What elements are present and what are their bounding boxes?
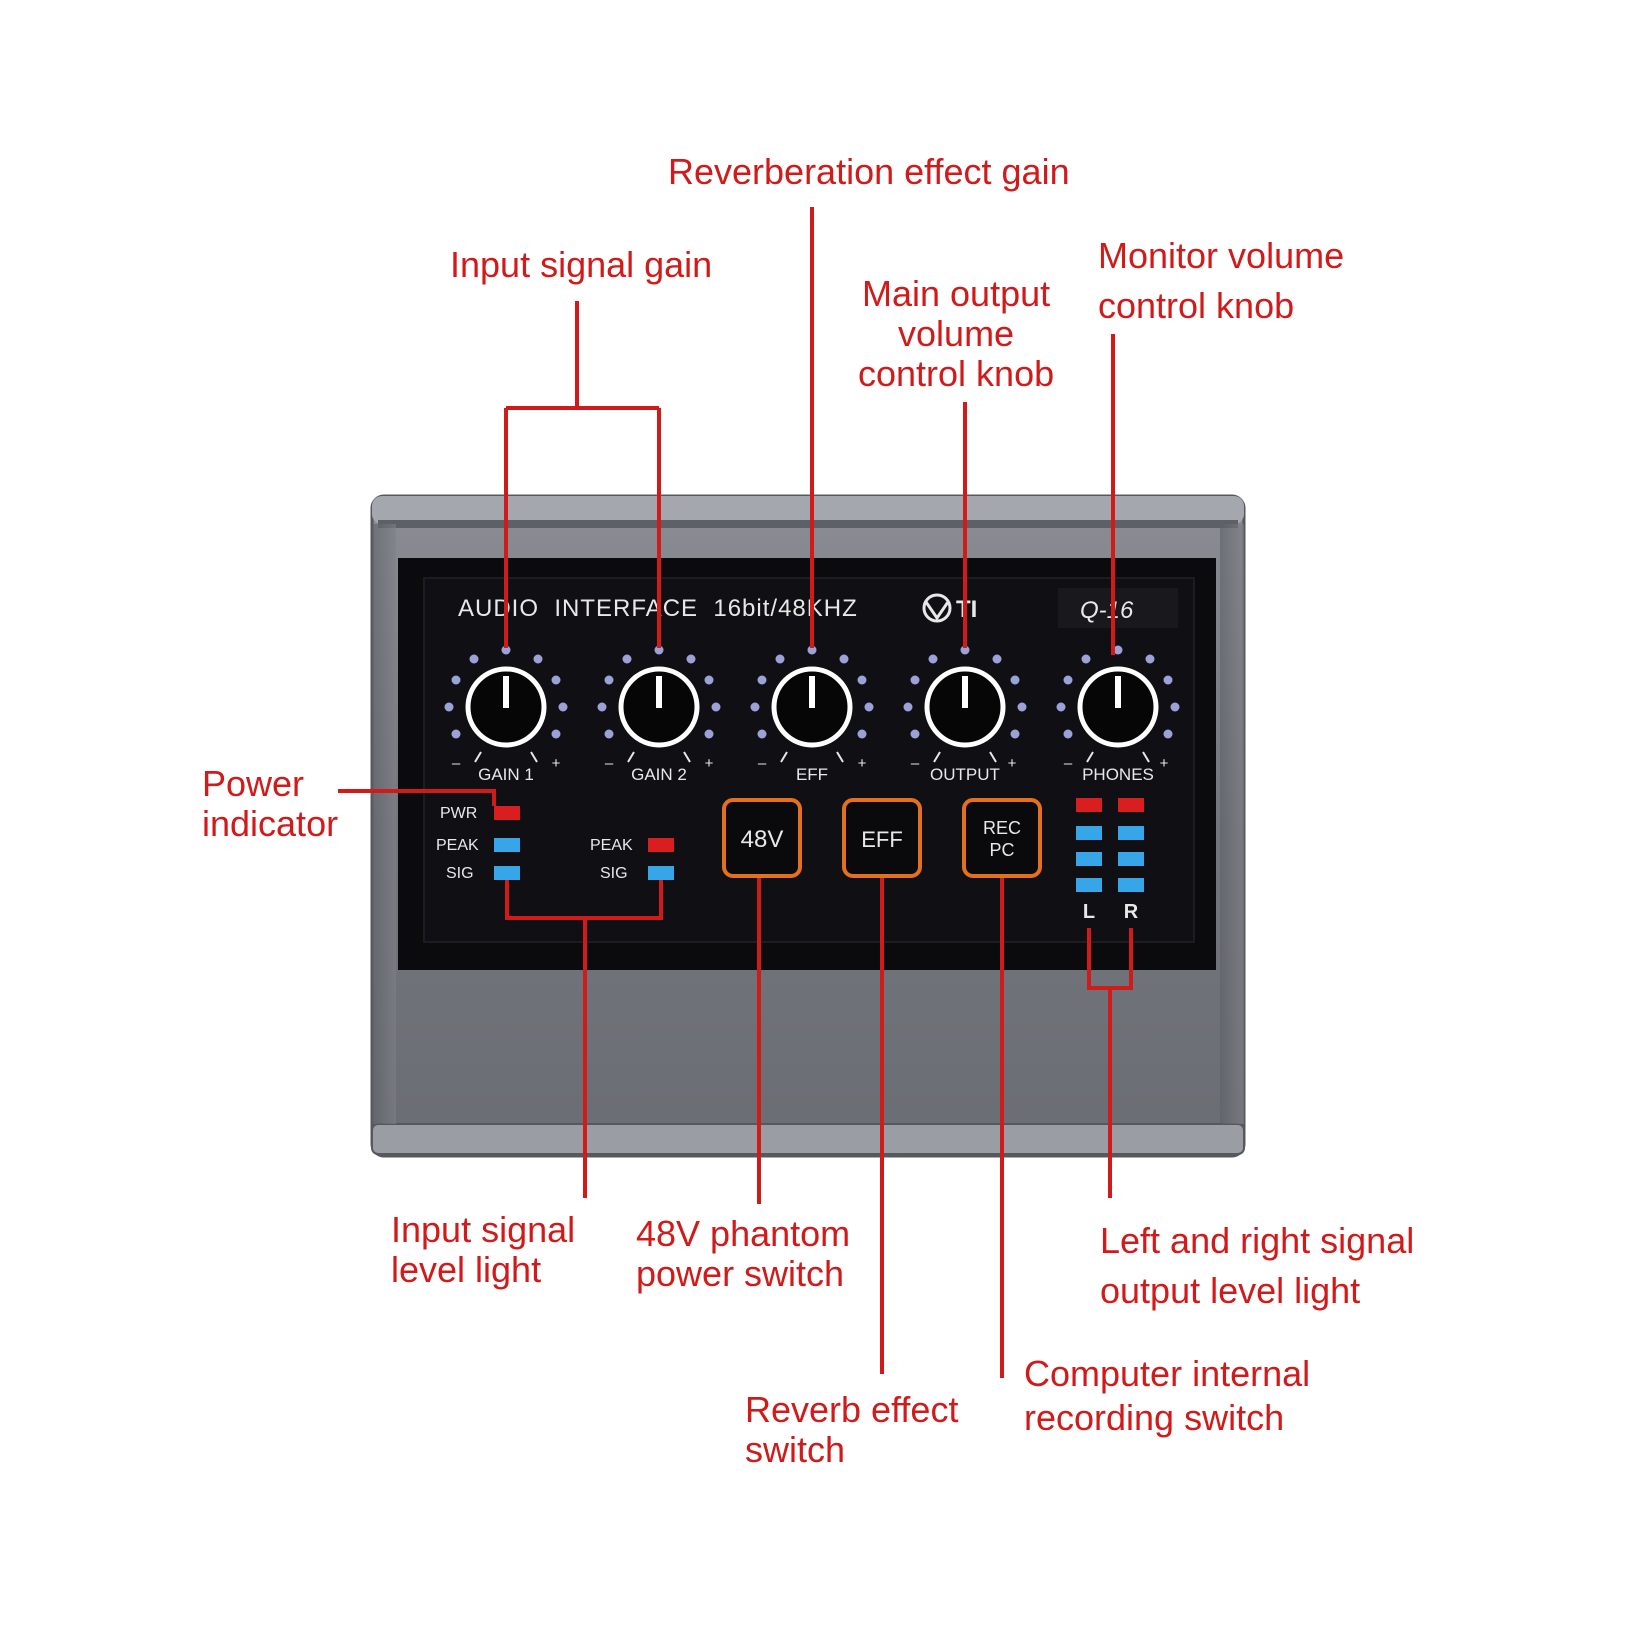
callout-text: Reverberation effect gain [668, 151, 1070, 192]
callout-phantom-power: 48V phantom power switch [636, 1214, 850, 1294]
knob-phones[interactable] [1056, 645, 1180, 763]
plus-mark: + [1160, 755, 1169, 772]
led-peak-ch1 [494, 838, 520, 852]
led-label-pwr: PWR [440, 805, 477, 822]
callout-input-level-light: Input signal level light [391, 1210, 575, 1290]
level-meter-left [1076, 798, 1102, 892]
callout-text: Power [202, 763, 305, 804]
callout-text: Reverb effect [745, 1389, 959, 1430]
channel-label-right: R [1124, 901, 1139, 923]
led-pwr [494, 806, 520, 820]
minus-mark: – [1064, 755, 1073, 772]
rec-pc-button[interactable]: REC PC [962, 798, 1042, 878]
leader-input-level [505, 880, 663, 1198]
minus-mark: – [758, 755, 767, 772]
callout-text: level light [391, 1249, 542, 1290]
led-label-peak-ch1: PEAK [436, 837, 479, 854]
callout-text: Input signal gain [450, 244, 713, 285]
callout-input-signal-gain: Input signal gain [450, 245, 712, 285]
eff-button-label: EFF [861, 827, 903, 852]
knob-label-gain2: GAIN 2 [631, 765, 687, 784]
callout-text: control knob [1098, 285, 1295, 326]
knob-label-phones: PHONES [1082, 765, 1154, 784]
callout-output-level-light: Left and right signal output level light [1100, 1216, 1414, 1316]
led-peak-ch2 [648, 838, 674, 852]
callout-reverb-switch: Reverb effect switch [745, 1390, 958, 1470]
knob-gain1[interactable] [444, 645, 568, 763]
callout-text: 48V phantom [636, 1213, 851, 1254]
pc-button-label: PC [989, 840, 1014, 860]
callout-text: indicator [202, 803, 339, 844]
model-name: Q-16 [1080, 597, 1134, 624]
callout-text: output level light [1100, 1270, 1361, 1311]
callout-text: control knob [858, 353, 1055, 394]
channel-label-left: L [1083, 901, 1095, 923]
callout-reverberation-gain: Reverberation effect gain [668, 152, 1070, 192]
phantom-48v-button[interactable]: 48V [722, 798, 802, 878]
callout-text: Input signal [391, 1209, 576, 1250]
led-label-sig-ch1: SIG [446, 865, 474, 882]
phantom-48v-label: 48V [741, 826, 784, 853]
minus-mark: – [911, 755, 920, 772]
knob-output[interactable] [903, 645, 1027, 763]
callout-text: Monitor volume [1098, 235, 1345, 276]
callout-text: recording switch [1024, 1397, 1285, 1438]
leader-output-level [1087, 928, 1133, 1198]
callout-text: switch [745, 1429, 846, 1470]
knob-label-output: OUTPUT [930, 765, 1000, 784]
callout-text: volume [898, 313, 1015, 354]
plus-mark: + [1008, 755, 1017, 772]
minus-mark: – [452, 755, 461, 772]
callout-main-output: Main output volume control knob [858, 274, 1054, 394]
led-sig-ch1 [494, 866, 520, 880]
plus-mark: + [858, 755, 867, 772]
leader-input-gain [504, 301, 661, 648]
led-label-sig-ch2: SIG [600, 865, 628, 882]
level-meter-right [1118, 798, 1144, 892]
knob-label-eff: EFF [796, 765, 828, 784]
minus-mark: – [605, 755, 614, 772]
callout-text: Main output [862, 273, 1051, 314]
plus-mark: + [705, 755, 714, 772]
callout-text: power switch [636, 1253, 845, 1294]
callout-text: Left and right signal [1100, 1220, 1415, 1261]
led-label-peak-ch2: PEAK [590, 837, 633, 854]
plus-mark: + [552, 755, 561, 772]
knob-eff[interactable] [750, 645, 874, 763]
callout-power-indicator: Power indicator [202, 764, 338, 844]
knob-gain2[interactable] [597, 645, 721, 763]
rec-button-label: REC [983, 818, 1021, 838]
callout-text: Computer internal [1024, 1353, 1311, 1394]
leader-power-indicator [338, 789, 496, 806]
eff-button[interactable]: EFF [842, 798, 922, 878]
knob-label-gain1: GAIN 1 [478, 765, 534, 784]
callout-monitor-volume: Monitor volume control knob [1098, 231, 1344, 331]
led-sig-ch2 [648, 866, 674, 880]
callout-recording-switch: Computer internal recording switch [1024, 1352, 1310, 1440]
